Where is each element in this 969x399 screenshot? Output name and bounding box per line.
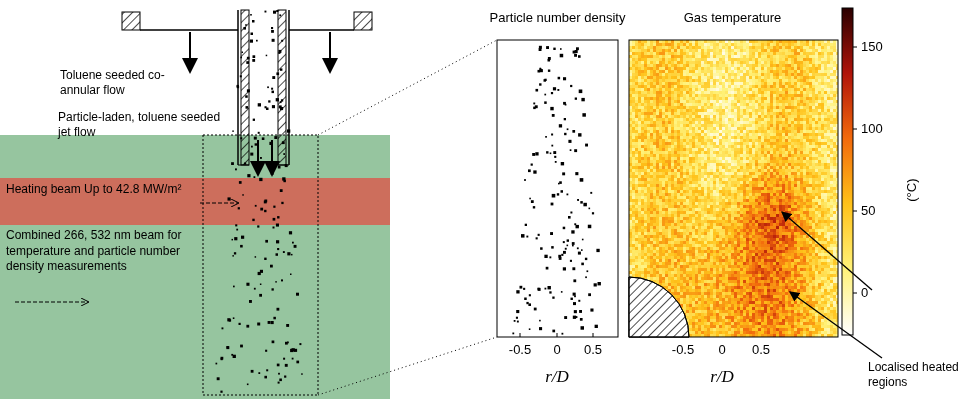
node-text: Combined 266, 532 nm beam for temperatur… [6, 228, 194, 275]
node-text: Gas temperature [640, 10, 825, 27]
axis-label: r/D [710, 366, 734, 387]
temperature-panel: Gas temperature [640, 10, 825, 27]
colorbar-tick: 150 [861, 39, 883, 55]
axis-label: r/D [545, 366, 569, 387]
tick-label: 0.5 [752, 342, 770, 358]
unit-label: (°C) [904, 178, 920, 201]
node-text: Particle number density [470, 10, 645, 27]
jet-label: Particle-laden, toluene seeded jet flow [58, 110, 230, 140]
tick-label: 0 [553, 342, 560, 358]
tick-label: -0.5 [509, 342, 531, 358]
tick-label: -0.5 [672, 342, 694, 358]
density-panel: Particle number density [470, 10, 645, 27]
tick-label: 0.5 [584, 342, 602, 358]
annotation: Localised heated regions [868, 360, 963, 390]
node-text: Heating beam Up to 42.8 MW/m² [6, 182, 194, 198]
colorbar-tick: 50 [861, 203, 875, 219]
flow-label: Toluene seeded co-annular flow [60, 68, 188, 98]
heating-band: Heating beam Up to 42.8 MW/m² [0, 178, 200, 202]
colorbar-tick: 0 [861, 285, 868, 301]
tick-label: 0 [718, 342, 725, 358]
measurement-band: Combined 266, 532 nm beam for temperatur… [0, 226, 200, 277]
colorbar-tick: 100 [861, 121, 883, 137]
